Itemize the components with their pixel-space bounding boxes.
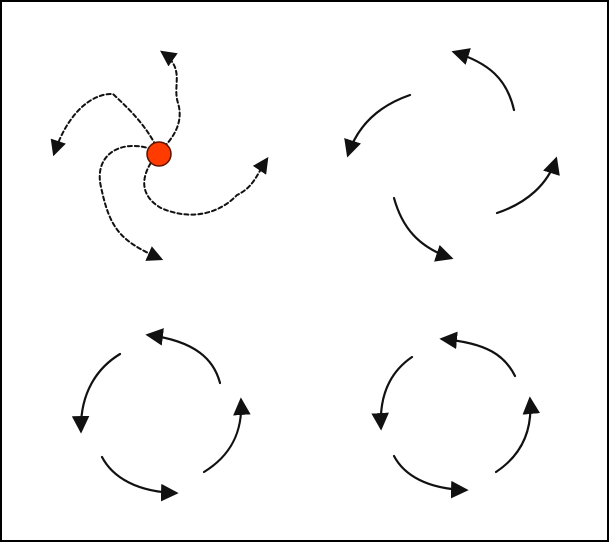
- arc-arrow-right: [494, 396, 541, 474]
- spiral-arm-right: [143, 151, 269, 216]
- arc-arrow-right: [202, 397, 251, 474]
- arc-arrow-top: [439, 331, 517, 378]
- arc-arrow-bottom: [392, 454, 469, 499]
- arc-arrow-right: [495, 156, 560, 215]
- arc-arrow-bottom: [100, 455, 179, 502]
- center-marker: [146, 141, 172, 167]
- panel-top-left: [50, 50, 269, 261]
- panel-bottom-left: [71, 328, 251, 502]
- arc-arrow-top: [451, 48, 516, 112]
- arc-arrow-left: [371, 355, 414, 431]
- spiral-arm-left: [50, 92, 160, 157]
- arc-arrow-top: [145, 328, 222, 385]
- panel-bottom-right: [371, 331, 541, 499]
- panel-top-right: [344, 48, 560, 262]
- arc-arrow-left: [71, 352, 122, 434]
- arc-arrow-bottom: [392, 196, 454, 262]
- spiral-arm-up: [158, 50, 181, 153]
- spiral-arm-down: [98, 144, 164, 261]
- arc-arrow-left: [344, 93, 412, 158]
